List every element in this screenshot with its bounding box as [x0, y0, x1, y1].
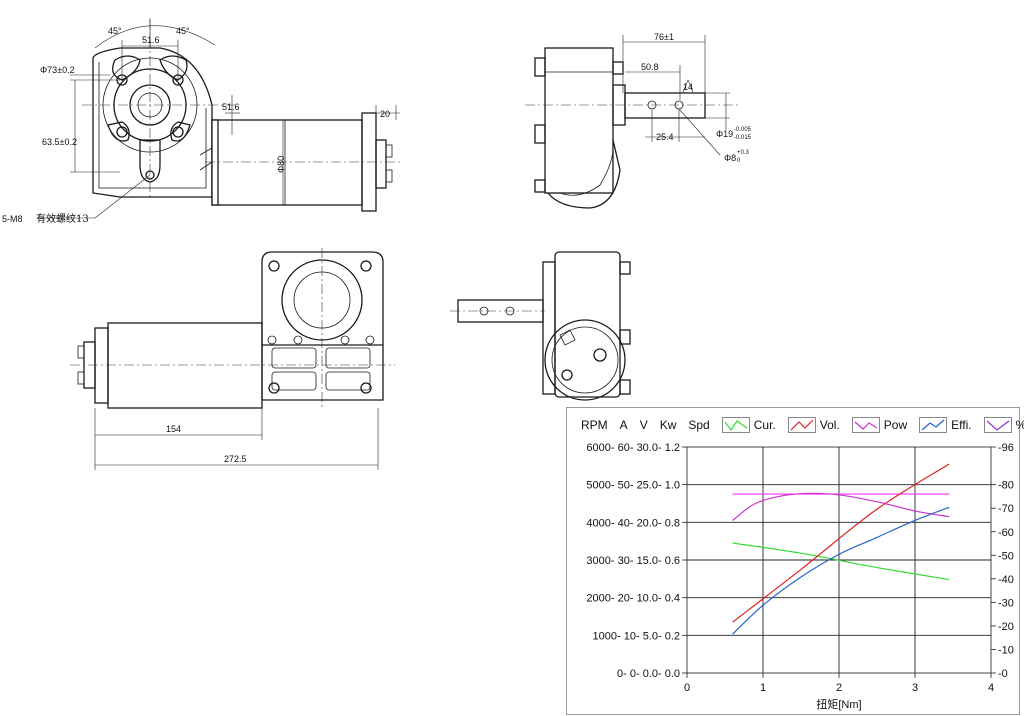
shaft-keyway-label: 50.8 — [641, 62, 659, 72]
motor-diameter-label: Φ80 — [276, 156, 286, 173]
legend-swatch-cur — [721, 417, 750, 433]
legend-swatch-pow — [851, 417, 880, 433]
x-tick-label: 1 — [760, 682, 766, 694]
key-width-label: 14 — [683, 82, 693, 92]
bottom-view: 154 272.5 — [70, 248, 395, 470]
y-tick-label: 1000- 10- 5.0- 0.2 — [593, 630, 680, 642]
pct-tick-label: -20 — [998, 621, 1014, 633]
pct-tick-label: -80 — [998, 480, 1014, 492]
pct-tick-label: -10 — [998, 644, 1014, 656]
y-tick-label: 6000- 60- 30.0- 1.2 — [586, 442, 680, 454]
offset-right-label: 51.6 — [222, 102, 240, 112]
series-line-cur — [732, 542, 950, 581]
legend-vol: Vol. — [819, 418, 840, 432]
pct-tick-label: -30 — [998, 597, 1014, 609]
x-tick-label: 2 — [836, 682, 842, 694]
legend-v: V — [639, 418, 648, 432]
angle-left-label: 45° — [108, 26, 122, 36]
flange-thickness-label: 20 — [380, 109, 390, 119]
legend-swatch-pct — [983, 417, 1012, 433]
legend-spd: Spd — [688, 418, 710, 432]
pct-tick-label: -70 — [998, 503, 1014, 515]
height-left-label: 63.5±0.2 — [42, 137, 77, 147]
end-view — [450, 251, 631, 401]
y-tick-label: 3000- 30- 15.0- 0.6 — [586, 555, 680, 567]
overall-length-label: 272.5 — [224, 454, 247, 464]
legend-swatch-vol — [787, 417, 816, 433]
front-view: 45° 45° 51.6 Φ73±0.2 63.5±0.2 51.6 20 Φ8… — [2, 18, 400, 225]
pin-hole-label: Φ8 — [724, 153, 736, 163]
bolt-circle-label: Φ73±0.2 — [40, 65, 75, 75]
legend-rpm: RPM — [581, 418, 608, 432]
x-tick-label: 3 — [912, 682, 918, 694]
y-tick-label: 0- 0- 0.0- 0.0 — [617, 668, 680, 680]
side-view: 76±1 50.8 14 25.4 Φ19 -0.005 -0.015 Φ8 +… — [525, 32, 752, 209]
y-tick-label: 2000- 20- 10.0- 0.4 — [586, 593, 680, 605]
thread-note-label: 有效螺纹13 — [36, 212, 89, 225]
pct-tick-label: -50 — [998, 550, 1014, 562]
legend-a: A — [619, 418, 628, 432]
pct-tick-label: -0 — [998, 668, 1008, 680]
shaft-tol-lower: -0.015 — [734, 135, 752, 141]
x-tick-label: 0 — [684, 682, 690, 694]
pin-tol-lower: 0 — [737, 158, 741, 164]
x-axis-label: 扭矩[Nm] — [816, 697, 861, 711]
legend-effi: Effi. — [951, 418, 972, 432]
legend-pct: % — [1016, 418, 1024, 432]
width-top-label: 51.6 — [142, 35, 160, 45]
shaft-tol-upper: -0.005 — [734, 127, 752, 133]
y-tick-label: 4000- 40- 20.0- 0.8 — [586, 517, 680, 529]
chart-legend: RPM A V Kw Spd Cur. Vol. Pow Effi. % — [567, 414, 1024, 436]
pct-tick-label: -60 — [998, 527, 1014, 539]
motor-length-label: 154 — [166, 424, 181, 434]
pct-tick-label: -96 — [998, 442, 1014, 454]
angle-right-label: 45° — [176, 26, 190, 36]
y-tick-label: 5000- 50- 25.0- 1.0 — [586, 480, 680, 492]
series-line-vol — [732, 463, 950, 623]
legend-pow: Pow — [883, 418, 908, 432]
shaft-diameter-label: Φ19 — [716, 129, 733, 139]
hole-spacing-label: 25.4 — [656, 132, 674, 142]
pin-tol-upper: +0.3 — [737, 150, 750, 156]
series-line-effi — [732, 506, 950, 635]
series-line-pow — [732, 492, 950, 521]
shaft-length-label: 76±1 — [654, 32, 674, 42]
pct-tick-label: -40 — [998, 574, 1014, 586]
legend-cur: Cur. — [753, 418, 776, 432]
legend-swatch-effi — [919, 417, 948, 433]
legend-kw: Kw — [659, 418, 677, 432]
x-tick-label: 4 — [988, 682, 994, 694]
thread-callout-label: 5-M8 — [2, 214, 23, 224]
